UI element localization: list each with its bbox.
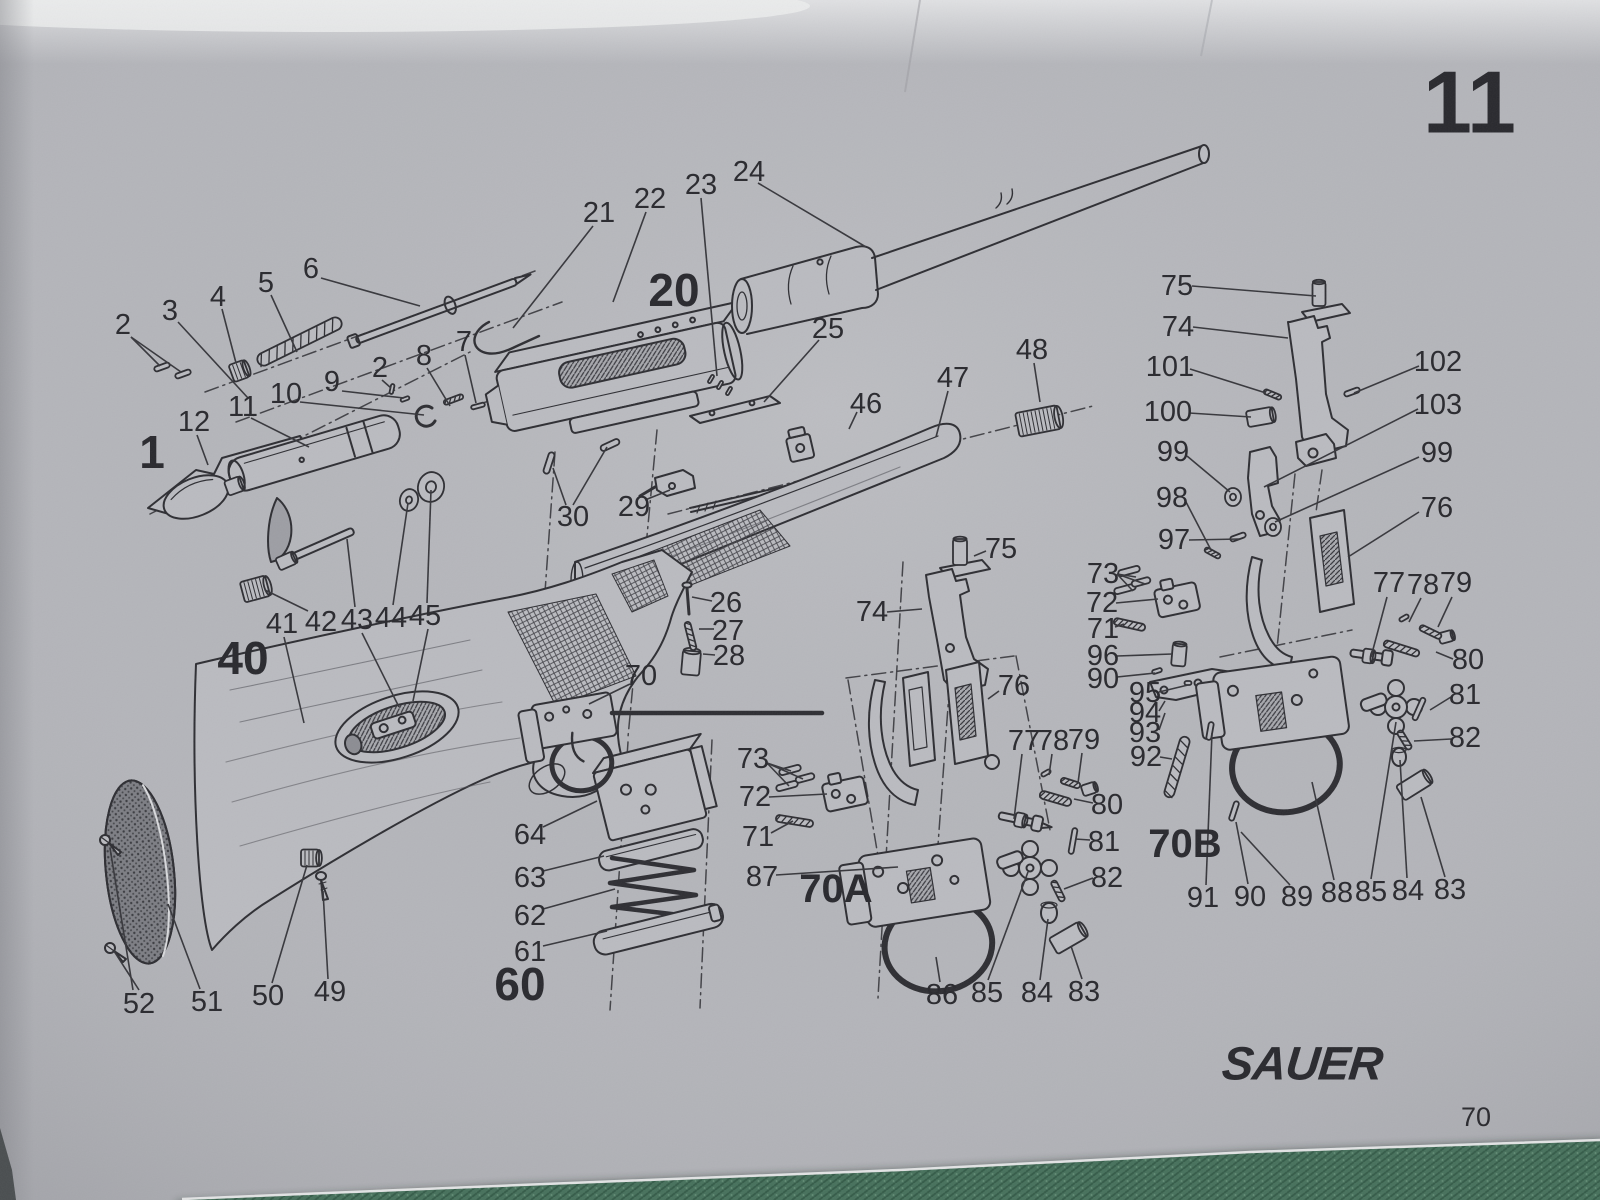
photo-grain-overlay <box>0 0 1600 1200</box>
exploded-parts-diagram: 2345621222324202528791011121302946474875… <box>0 0 1600 1200</box>
